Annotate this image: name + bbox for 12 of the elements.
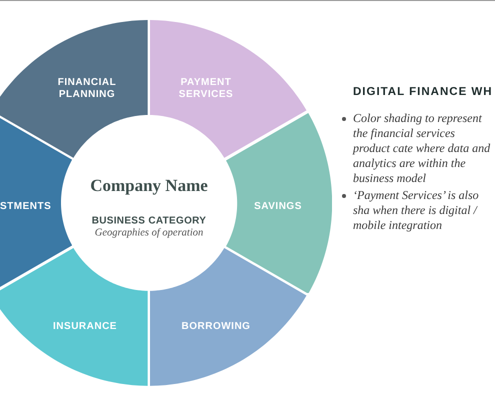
bullet-text: Color shading to represent the financial services product cate where data and analytics are within the business model xyxy=(353,111,492,186)
category-label: BUSINESS CATEGORY xyxy=(92,216,206,226)
center-title: Company Name xyxy=(90,176,208,196)
subtitle-text: Geographies of operation xyxy=(94,228,204,238)
segment-label: BORROWING xyxy=(182,320,250,333)
segment-label: FINANCIAL PLANNING xyxy=(56,76,118,101)
segment-label: SAVINGS xyxy=(254,200,302,213)
segment-label: STMENTS xyxy=(0,200,52,213)
segment-label: PAYMENT SERVICES xyxy=(178,76,234,101)
segment-label: INSURANCE xyxy=(53,320,117,333)
section-heading: DIGITAL FINANCE WH xyxy=(353,86,493,98)
bullet-text: ‘Payment Services’ is also sha when there is digital / mobile integration xyxy=(353,188,480,233)
